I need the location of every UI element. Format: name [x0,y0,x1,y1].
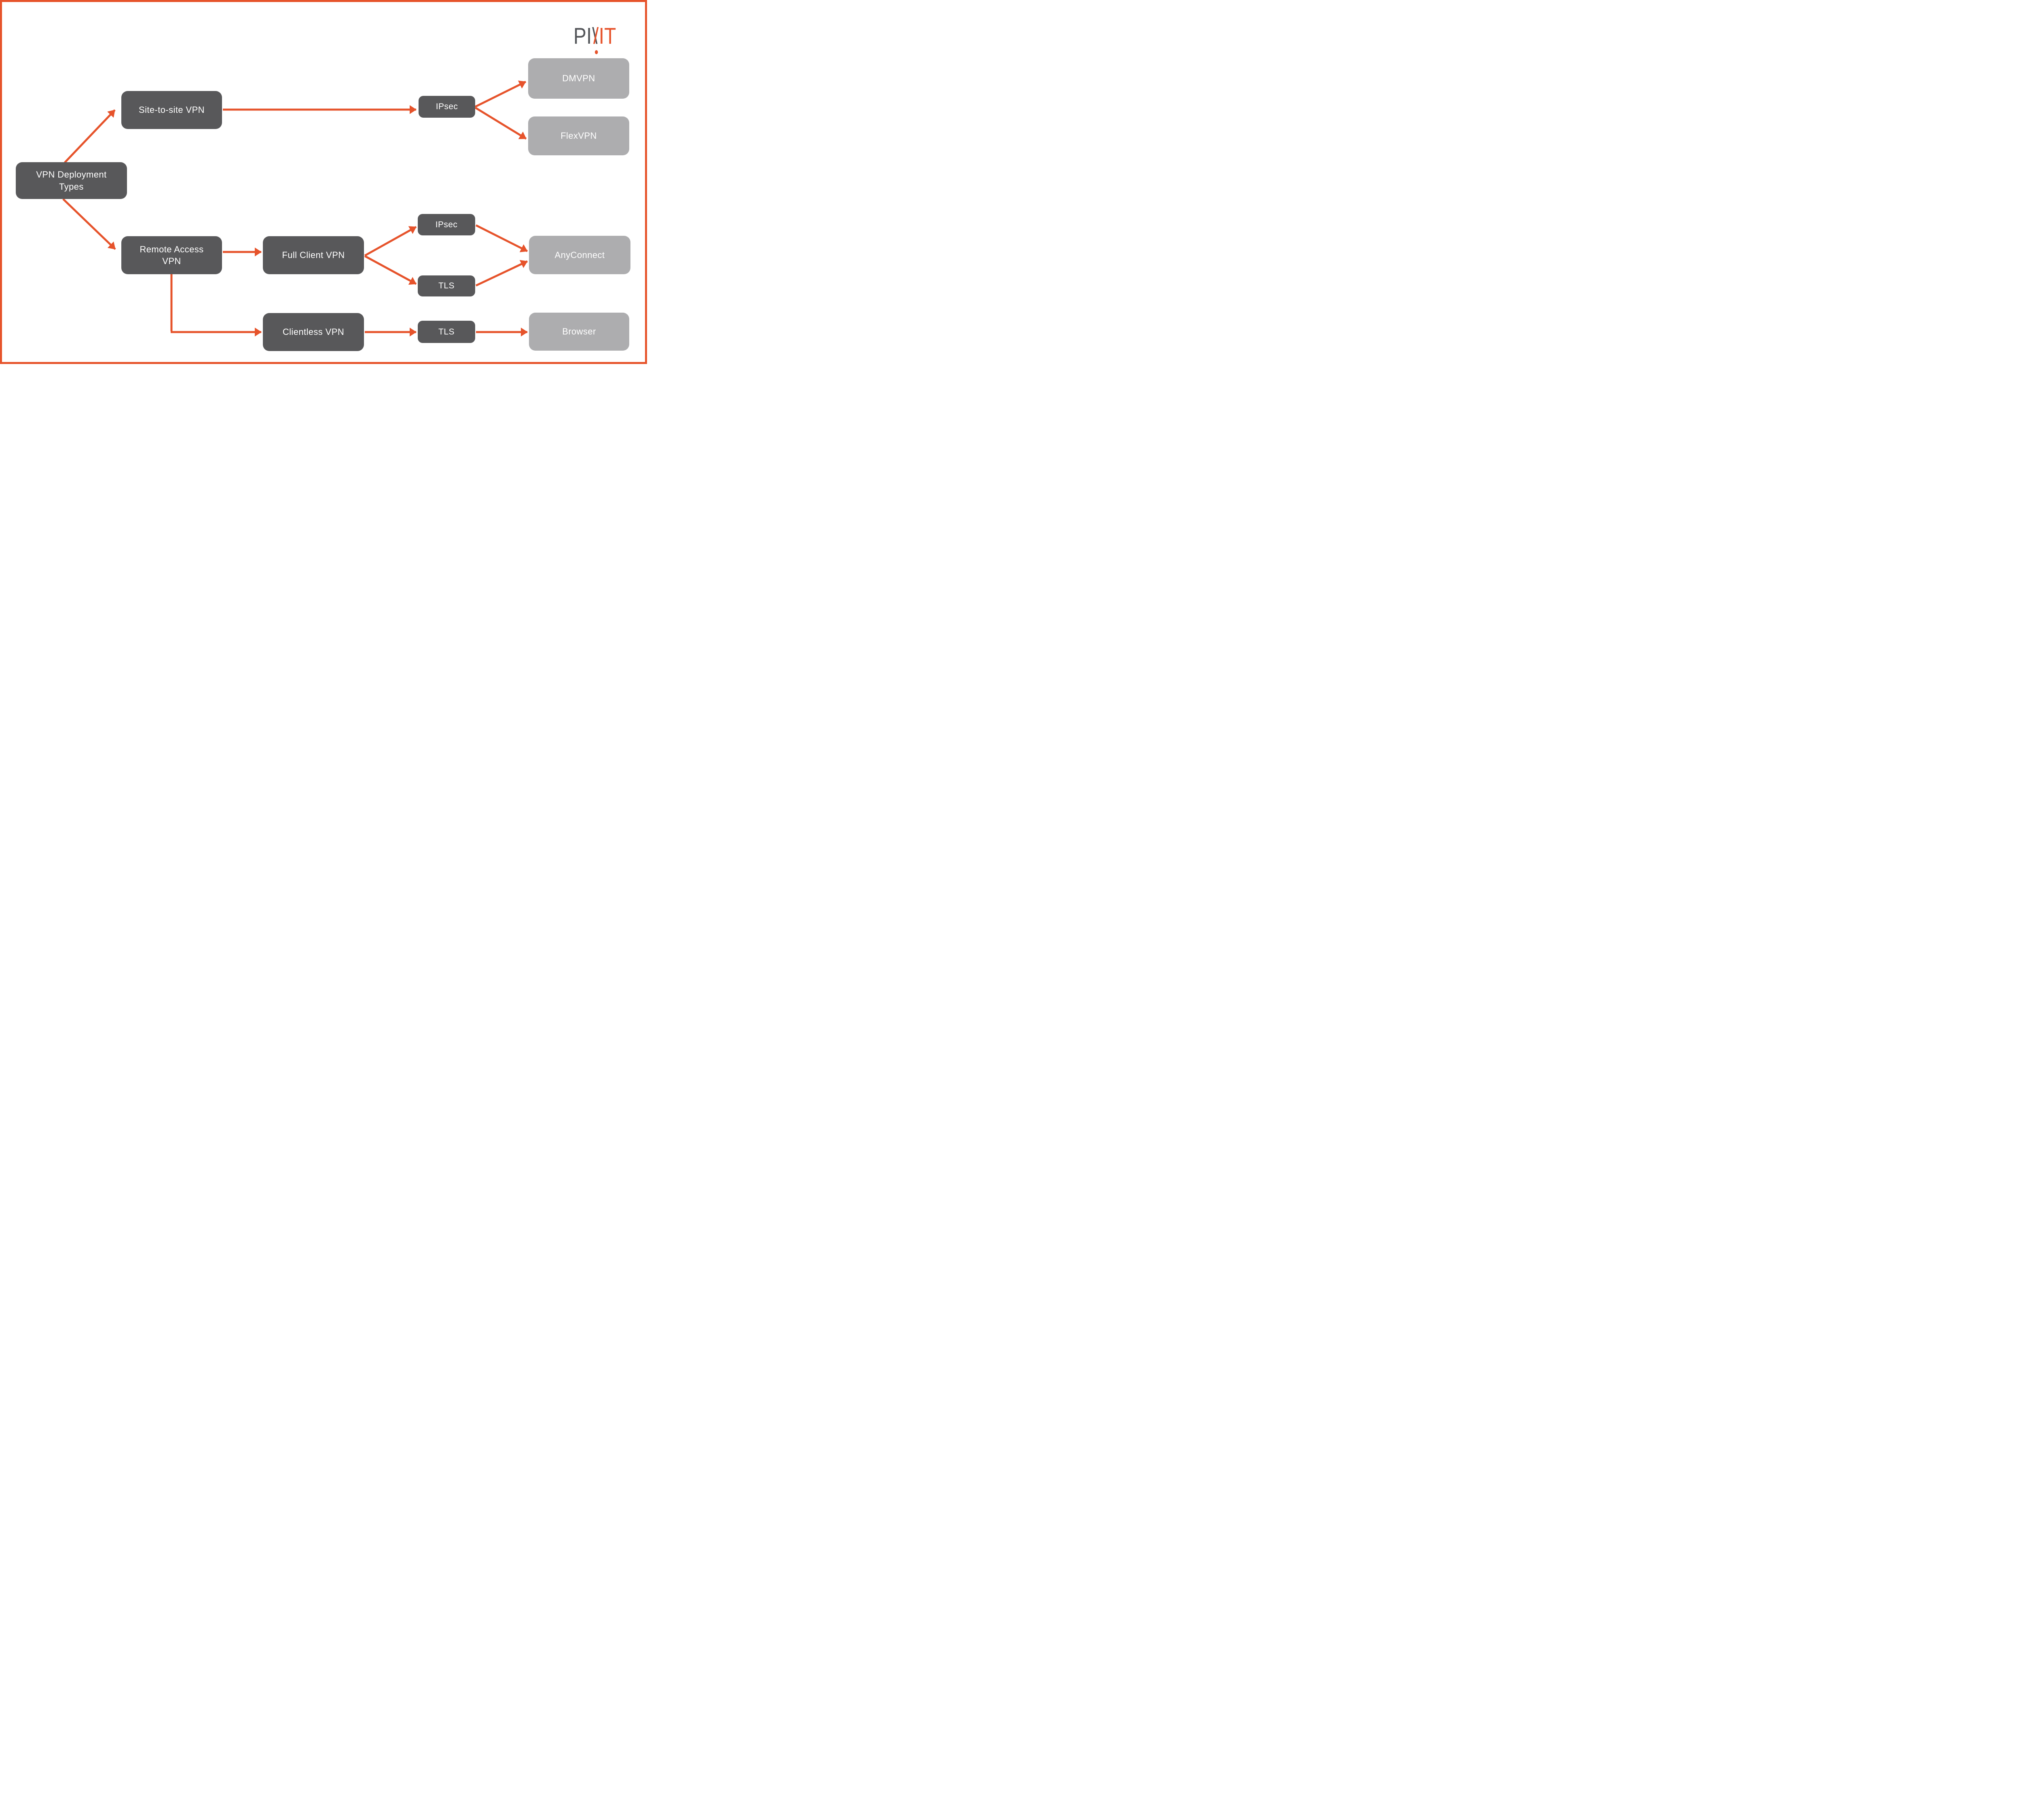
edge-fullclient-to-tls [364,255,417,285]
node-browser: Browser [529,313,629,351]
logo-dot [594,50,598,54]
edge-root-to-site [64,109,116,163]
node-ipsec-top: IPsec [419,96,475,118]
node-site-to-site-vpn: Site-to-site VPN [121,91,222,129]
edge-tls-to-anyconnect [475,260,528,287]
logo-v-mark: \/ [592,23,599,54]
edge-ipsec-to-flexvpn [474,106,527,140]
logo-v-left-stroke: \ [592,23,598,49]
node-remote-access-vpn: Remote Access VPN [121,236,222,274]
node-tls-mid: TLS [418,275,475,296]
logo-text-orange: IT [599,23,616,49]
node-ipsec-mid: IPsec [418,214,475,235]
edge-ipsec-to-anyconnect [475,224,528,252]
node-dmvpn: DMVPN [528,58,629,99]
node-anyconnect: AnyConnect [529,236,630,274]
node-tls-bottom: TLS [418,321,475,343]
node-flexvpn: FlexVPN [528,116,629,155]
edge-fullclient-to-ipsec [364,226,417,257]
node-clientless-vpn: Clientless VPN [263,313,364,351]
diagram-canvas: VPN Deployment Types Site-to-site VPN IPse… [0,0,647,364]
pivit-logo: PI\/IT [573,23,616,54]
node-vpn-deployment-types: VPN Deployment Types [16,162,127,199]
edge-root-to-remote [62,198,116,250]
edge-ipsec-to-dmvpn [474,80,527,108]
logo-text-gray: PI [573,23,592,49]
logo-v-right-stroke: / [593,23,599,49]
node-full-client-vpn: Full Client VPN [263,236,364,274]
